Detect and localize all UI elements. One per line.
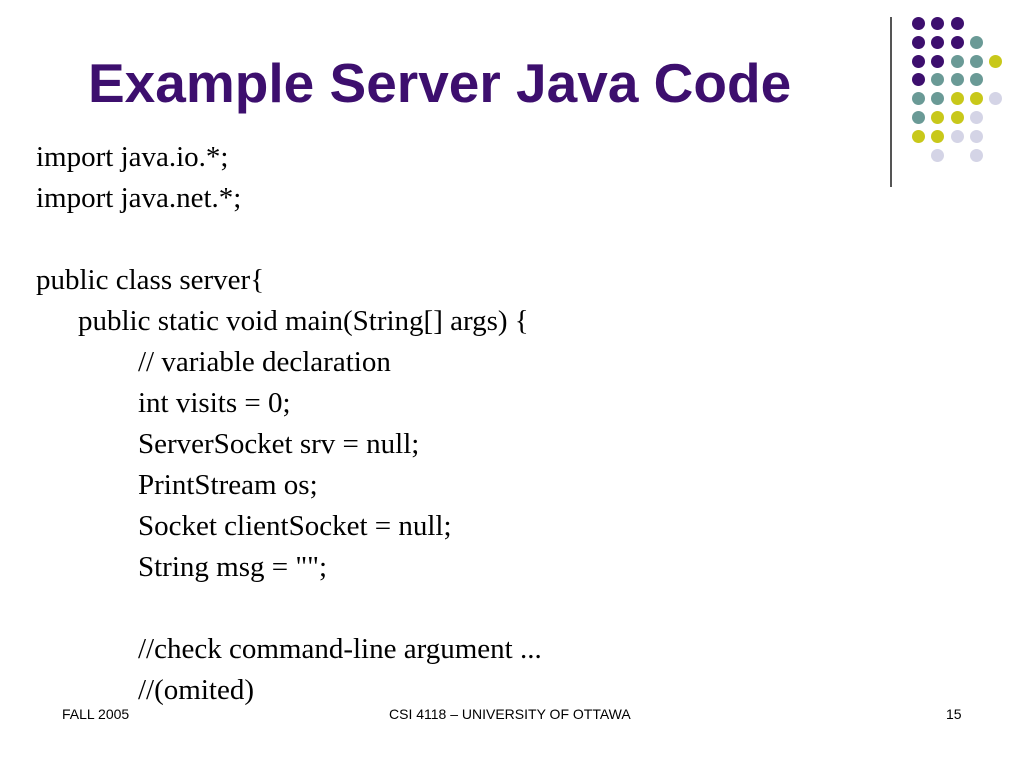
code-line: public class server{ xyxy=(36,264,265,296)
code-line: public static void main(String[] args) { xyxy=(78,305,529,337)
decorative-dot xyxy=(912,55,925,68)
code-line: String msg = ""; xyxy=(138,551,328,583)
decorative-dot xyxy=(931,130,944,143)
decorative-dot xyxy=(931,92,944,105)
code-line: //(omited) xyxy=(138,674,254,706)
code-line: int visits = 0; xyxy=(138,387,291,419)
decorative-dot xyxy=(989,55,1002,68)
footer-date: FALL 2005 xyxy=(62,706,130,722)
decorative-dot xyxy=(912,36,925,49)
decorative-dot xyxy=(931,17,944,30)
code-line: import java.net.*; xyxy=(36,182,242,214)
decorative-dot xyxy=(931,111,944,124)
decorative-dot xyxy=(912,17,925,30)
decorative-dot xyxy=(912,73,925,86)
decorative-dot xyxy=(931,73,944,86)
decorative-dot xyxy=(951,17,964,30)
decorative-dot xyxy=(970,149,983,162)
title-divider-line xyxy=(890,17,892,187)
decorative-dot xyxy=(970,55,983,68)
decorative-dot xyxy=(989,92,1002,105)
decorative-dot xyxy=(970,130,983,143)
decorative-dot xyxy=(931,36,944,49)
code-line: Socket clientSocket = null; xyxy=(138,510,452,542)
code-line: //check command-line argument ... xyxy=(138,633,542,665)
decorative-dot xyxy=(951,92,964,105)
decorative-dot xyxy=(951,55,964,68)
code-line: // variable declaration xyxy=(138,346,391,378)
decorative-dot xyxy=(970,73,983,86)
slide-title: Example Server Java Code xyxy=(88,52,792,114)
code-line: import java.io.*; xyxy=(36,141,229,173)
decorative-dot xyxy=(951,130,964,143)
decorative-dot xyxy=(970,92,983,105)
decorative-dot-grid xyxy=(0,0,1024,200)
decorative-dot xyxy=(970,36,983,49)
footer-course: CSI 4118 – UNIVERSITY OF OTTAWA xyxy=(389,706,631,722)
decorative-dot xyxy=(931,55,944,68)
decorative-dot xyxy=(951,36,964,49)
decorative-dot xyxy=(951,73,964,86)
code-line: PrintStream os; xyxy=(138,469,318,501)
decorative-dot xyxy=(912,92,925,105)
decorative-dot xyxy=(912,111,925,124)
decorative-dot xyxy=(912,130,925,143)
footer-page-number: 15 xyxy=(946,706,962,722)
decorative-dot xyxy=(931,149,944,162)
decorative-dot xyxy=(970,111,983,124)
code-line: ServerSocket srv = null; xyxy=(138,428,420,460)
decorative-dot xyxy=(951,111,964,124)
